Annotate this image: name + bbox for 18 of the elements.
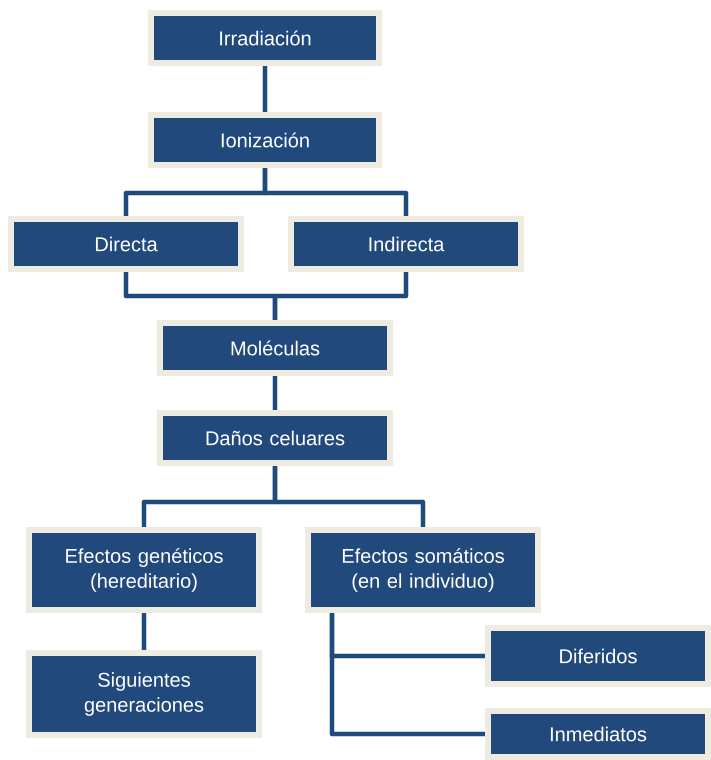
connector-line [262,168,408,216]
process-box: Directa [8,216,244,272]
connector-line [330,613,485,736]
process-box: Diferidos [485,625,711,687]
connector-line [272,466,426,527]
process-box: Moléculas [157,320,393,376]
process-box: Inmediatos [485,708,711,760]
connector-line [272,272,408,320]
process-box: Daños celuares [157,410,393,466]
process-box: Ionización [148,112,382,168]
process-box: Efectos somáticos (en el individuo) [305,527,541,613]
process-box: Irradiación [148,10,382,66]
connector-line [272,376,278,410]
connector-line [142,613,146,650]
process-box: Siguientes generaciones [26,650,262,738]
process-box: Efectos genéticos (hereditario) [26,527,262,613]
connector-line [262,66,268,112]
process-box: Indirecta [288,216,524,272]
